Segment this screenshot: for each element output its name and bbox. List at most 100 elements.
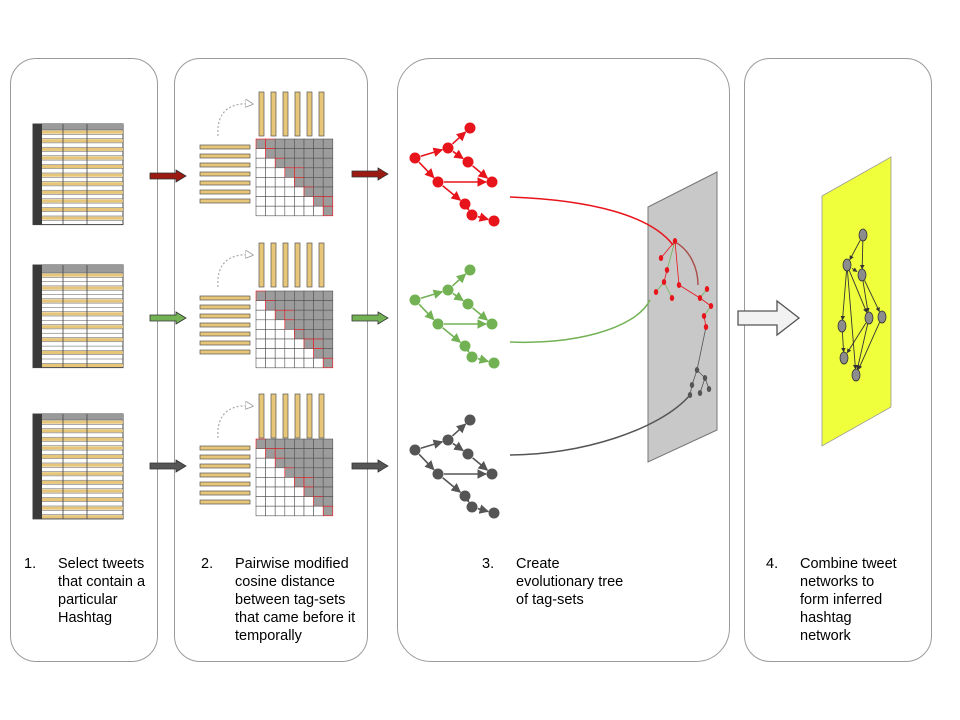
network-plane	[821, 156, 892, 447]
step-1-line: that contain a	[58, 574, 146, 590]
tree-node	[464, 414, 476, 426]
connector-red	[509, 196, 674, 246]
mini-node	[661, 279, 667, 285]
tree-edge	[460, 342, 470, 353]
tree-node	[488, 507, 500, 519]
tree-edge	[418, 303, 435, 321]
mini-node	[708, 303, 714, 309]
mini-edge	[696, 326, 707, 371]
row-arrow	[351, 311, 389, 325]
mini-node	[697, 295, 703, 301]
step-3-line: Create	[516, 556, 560, 572]
mini-node	[694, 367, 700, 373]
tweet-tables	[32, 123, 124, 520]
cosine-distance-matrix	[199, 242, 334, 369]
mini-node	[697, 390, 703, 396]
step-3-line: evolutionary tree	[516, 574, 624, 590]
step-3-number: 3.	[482, 556, 495, 572]
cosine-distance-matrix	[199, 91, 334, 217]
network-node	[842, 258, 852, 272]
evolutionary-trees	[409, 122, 500, 519]
tree-edge	[460, 200, 470, 211]
network-node	[858, 228, 868, 242]
step-3-line: of tag-sets	[516, 592, 584, 608]
network-node	[864, 311, 874, 325]
cosine-distance-matrix	[199, 393, 334, 517]
mini-edge	[666, 240, 676, 271]
network-node	[857, 268, 867, 282]
row-arrow	[351, 167, 389, 181]
network-node	[851, 368, 861, 382]
network-edge	[848, 270, 868, 313]
tree-node	[462, 298, 474, 310]
tree-edge	[451, 131, 467, 145]
mini-node	[658, 255, 664, 261]
tweet-table	[32, 413, 124, 520]
tree-edge	[477, 504, 490, 514]
tree-node	[488, 215, 500, 227]
tree-edge	[418, 161, 435, 179]
connector-gray	[509, 394, 691, 456]
tree-node	[442, 142, 454, 154]
row-arrows-step1	[149, 169, 187, 473]
mini-node	[653, 289, 659, 295]
tree-edge	[452, 149, 464, 160]
tree-node	[432, 468, 444, 480]
tree-node	[409, 294, 421, 306]
tree-green	[409, 264, 500, 369]
step-1-line: Hashtag	[58, 610, 113, 626]
tree-node	[488, 357, 500, 369]
network-node	[839, 351, 849, 365]
tree-edge	[420, 439, 444, 450]
tree-node	[442, 434, 454, 446]
network-edge	[847, 270, 858, 370]
mini-node	[676, 282, 682, 288]
tree-node	[432, 176, 444, 188]
mini-node	[701, 313, 707, 319]
tree-edge	[420, 289, 444, 300]
mini-node	[703, 324, 709, 330]
network-edge	[851, 267, 858, 273]
row-arrow	[351, 459, 389, 473]
step-1-line: Select tweets	[58, 556, 145, 572]
tree-edge	[472, 307, 489, 321]
step-2-line: temporally	[235, 628, 302, 644]
tree-node	[459, 490, 471, 502]
tree-edge	[460, 492, 470, 503]
tree-node	[486, 176, 498, 188]
row-arrows-step2	[351, 167, 389, 473]
network-node	[837, 319, 847, 333]
network-edge	[849, 240, 861, 261]
step-4-number: 4.	[766, 556, 779, 572]
step-4-line: networks to	[800, 574, 875, 590]
tree-node	[486, 468, 498, 480]
mini-node	[702, 375, 708, 381]
tree-node	[459, 198, 471, 210]
network-edge	[856, 323, 869, 370]
step-2-line: that came before it	[235, 610, 356, 626]
step-1-number: 1.	[24, 556, 37, 572]
tree-gray	[409, 414, 500, 519]
tree-node	[432, 318, 444, 330]
tree-edge	[452, 441, 464, 452]
tree-edge	[451, 273, 467, 287]
step-4-line: Combine tweet	[800, 556, 897, 572]
network-edge	[864, 280, 880, 312]
step-1-line: particular	[58, 592, 118, 608]
tree-node	[466, 351, 478, 363]
tree-edge	[442, 477, 462, 493]
step-4-line: form inferred	[800, 592, 883, 608]
mini-node	[669, 295, 675, 301]
mini-node	[664, 267, 670, 273]
tree-node	[464, 264, 476, 276]
network-edge	[858, 322, 880, 370]
tweet-table	[32, 123, 124, 226]
mini-edge	[678, 284, 701, 299]
mini-edge	[663, 281, 673, 299]
connector-shadow	[674, 241, 699, 286]
network-edge	[841, 331, 846, 353]
tree-edge	[452, 291, 464, 302]
tree-edge	[420, 147, 444, 158]
inferred-hashtag-network	[821, 156, 892, 447]
tree-node	[486, 318, 498, 330]
